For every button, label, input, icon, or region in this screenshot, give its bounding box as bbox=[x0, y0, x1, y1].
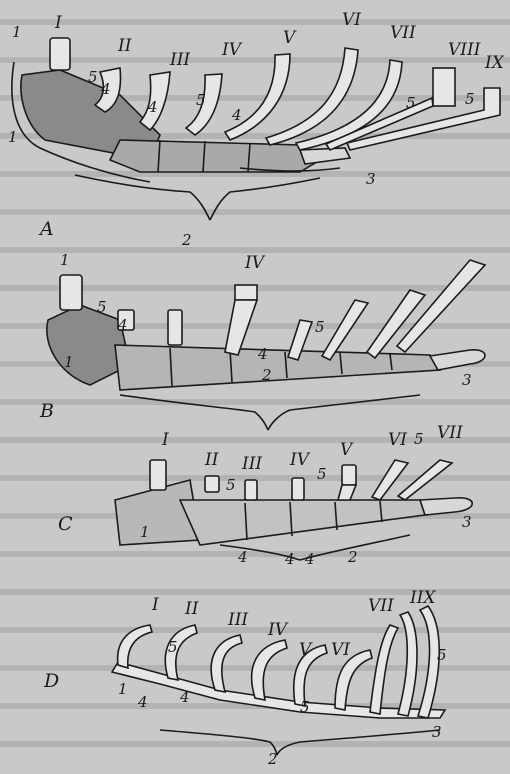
panel-c-rib-numeral: V bbox=[340, 442, 352, 459]
panel-d-part-label: 4 bbox=[138, 695, 148, 710]
panel-a-rib-numeral: IX bbox=[485, 55, 504, 72]
panel-b-part-label: 1 bbox=[60, 253, 70, 268]
panel-a-rib-8 bbox=[433, 68, 455, 106]
panel-c-label: C bbox=[58, 515, 73, 534]
panel-b-part-label: 3 bbox=[462, 373, 472, 388]
panel-c-rib-2 bbox=[205, 476, 219, 492]
panel-a-rib-numeral: II bbox=[118, 38, 131, 55]
panel-d-part-label: 4 bbox=[180, 690, 190, 705]
panel-b-part-label: 4 bbox=[258, 347, 268, 362]
panel-c-rib-numeral: IV bbox=[290, 452, 309, 469]
panel-a-part-label: 5 bbox=[406, 96, 416, 111]
panel-b-rib-3 bbox=[168, 310, 182, 345]
panel-a-part-label: 4 bbox=[232, 108, 242, 123]
panel-b-part-label: 4 bbox=[118, 318, 128, 333]
panel-c-part-label: 5 bbox=[414, 432, 424, 447]
panel-a-part-label: 5 bbox=[196, 93, 206, 108]
panel-d-rib-numeral: I bbox=[152, 597, 159, 614]
panel-a-part-label: 5 bbox=[465, 92, 475, 107]
panel-d-rib-numeral: VII bbox=[368, 598, 394, 615]
panel-a-rib-numeral: VI bbox=[342, 12, 361, 29]
panel-a-part-label: 4 bbox=[101, 82, 111, 97]
panel-a-rib-numeral: IV bbox=[222, 42, 241, 59]
panel-a-part-label: 2 bbox=[182, 233, 192, 248]
panel-c-part-label: 2 bbox=[348, 550, 358, 565]
panel-c-part-label: 4 bbox=[285, 552, 295, 567]
panel-c-rib-1 bbox=[150, 460, 166, 490]
panel-a-part-label: 5 bbox=[88, 70, 98, 85]
panel-d-label: D bbox=[44, 672, 59, 691]
panel-d-part-label: 5 bbox=[168, 640, 178, 655]
panel-c-part-label: 4 bbox=[238, 550, 248, 565]
panel-c-rib-numeral: VII bbox=[437, 425, 463, 442]
panel-d-part-label: 3 bbox=[432, 725, 442, 740]
panel-a-rib-numeral: I bbox=[55, 15, 62, 32]
panel-a-part-label: 3 bbox=[366, 172, 376, 187]
panel-a-rib-numeral: VIII bbox=[448, 42, 480, 59]
panel-d-rib-numeral: III bbox=[228, 612, 248, 629]
panel-d-rib-numeral: IV bbox=[268, 622, 287, 639]
panel-a-sternum-body bbox=[110, 140, 320, 172]
panel-c-part-label: 3 bbox=[462, 515, 472, 530]
panel-b-part-label: 5 bbox=[97, 300, 107, 315]
panel-d-part-label: 5 bbox=[437, 648, 447, 663]
panel-c-rib-numeral: III bbox=[242, 456, 262, 473]
panel-a-part-label: 1 bbox=[12, 25, 22, 40]
panel-c-part-label: 4 bbox=[305, 552, 315, 567]
panel-d-rib-numeral: V bbox=[299, 642, 311, 659]
panel-c-rib-numeral: II bbox=[205, 452, 218, 469]
panel-a-part-label: 1 bbox=[8, 130, 18, 145]
panel-b-rib-numeral: IV bbox=[245, 255, 264, 272]
panel-c-rib-numeral: VI bbox=[388, 432, 407, 449]
panel-a-rib-numeral: V bbox=[283, 30, 295, 47]
panel-a-rib-1 bbox=[50, 38, 70, 70]
panel-d-rib-numeral: VI bbox=[331, 642, 350, 659]
panel-d-part-label: 5 bbox=[300, 700, 310, 715]
panel-d-rib-numeral: IIX bbox=[410, 590, 436, 607]
panel-c-rib-5 bbox=[342, 465, 356, 485]
panel-b-label: B bbox=[40, 402, 54, 421]
panel-a-label: A bbox=[40, 220, 54, 239]
panel-c-rib-numeral: I bbox=[162, 432, 169, 449]
panel-d-rib-numeral: II bbox=[185, 601, 198, 618]
panel-b-rib-1 bbox=[60, 275, 82, 310]
panel-c-part-label: 5 bbox=[226, 478, 236, 493]
panel-c-rib-3 bbox=[245, 480, 257, 500]
panel-b-rib-4-cap bbox=[235, 285, 257, 300]
panel-a-rib-numeral: III bbox=[170, 52, 190, 69]
panel-d-part-label: 1 bbox=[118, 682, 128, 697]
panel-c-rib-4 bbox=[292, 478, 304, 500]
panel-a-rib-numeral: VII bbox=[390, 25, 416, 42]
panel-b-part-label: 5 bbox=[315, 320, 325, 335]
panel-a-part-label: 4 bbox=[148, 100, 158, 115]
panel-c-part-label: 1 bbox=[140, 525, 150, 540]
panel-d-part-label: 2 bbox=[268, 752, 278, 767]
panel-b-part-label: 2 bbox=[262, 368, 272, 383]
panel-b-part-label: 1 bbox=[64, 355, 74, 370]
panel-c-part-label: 5 bbox=[317, 467, 327, 482]
